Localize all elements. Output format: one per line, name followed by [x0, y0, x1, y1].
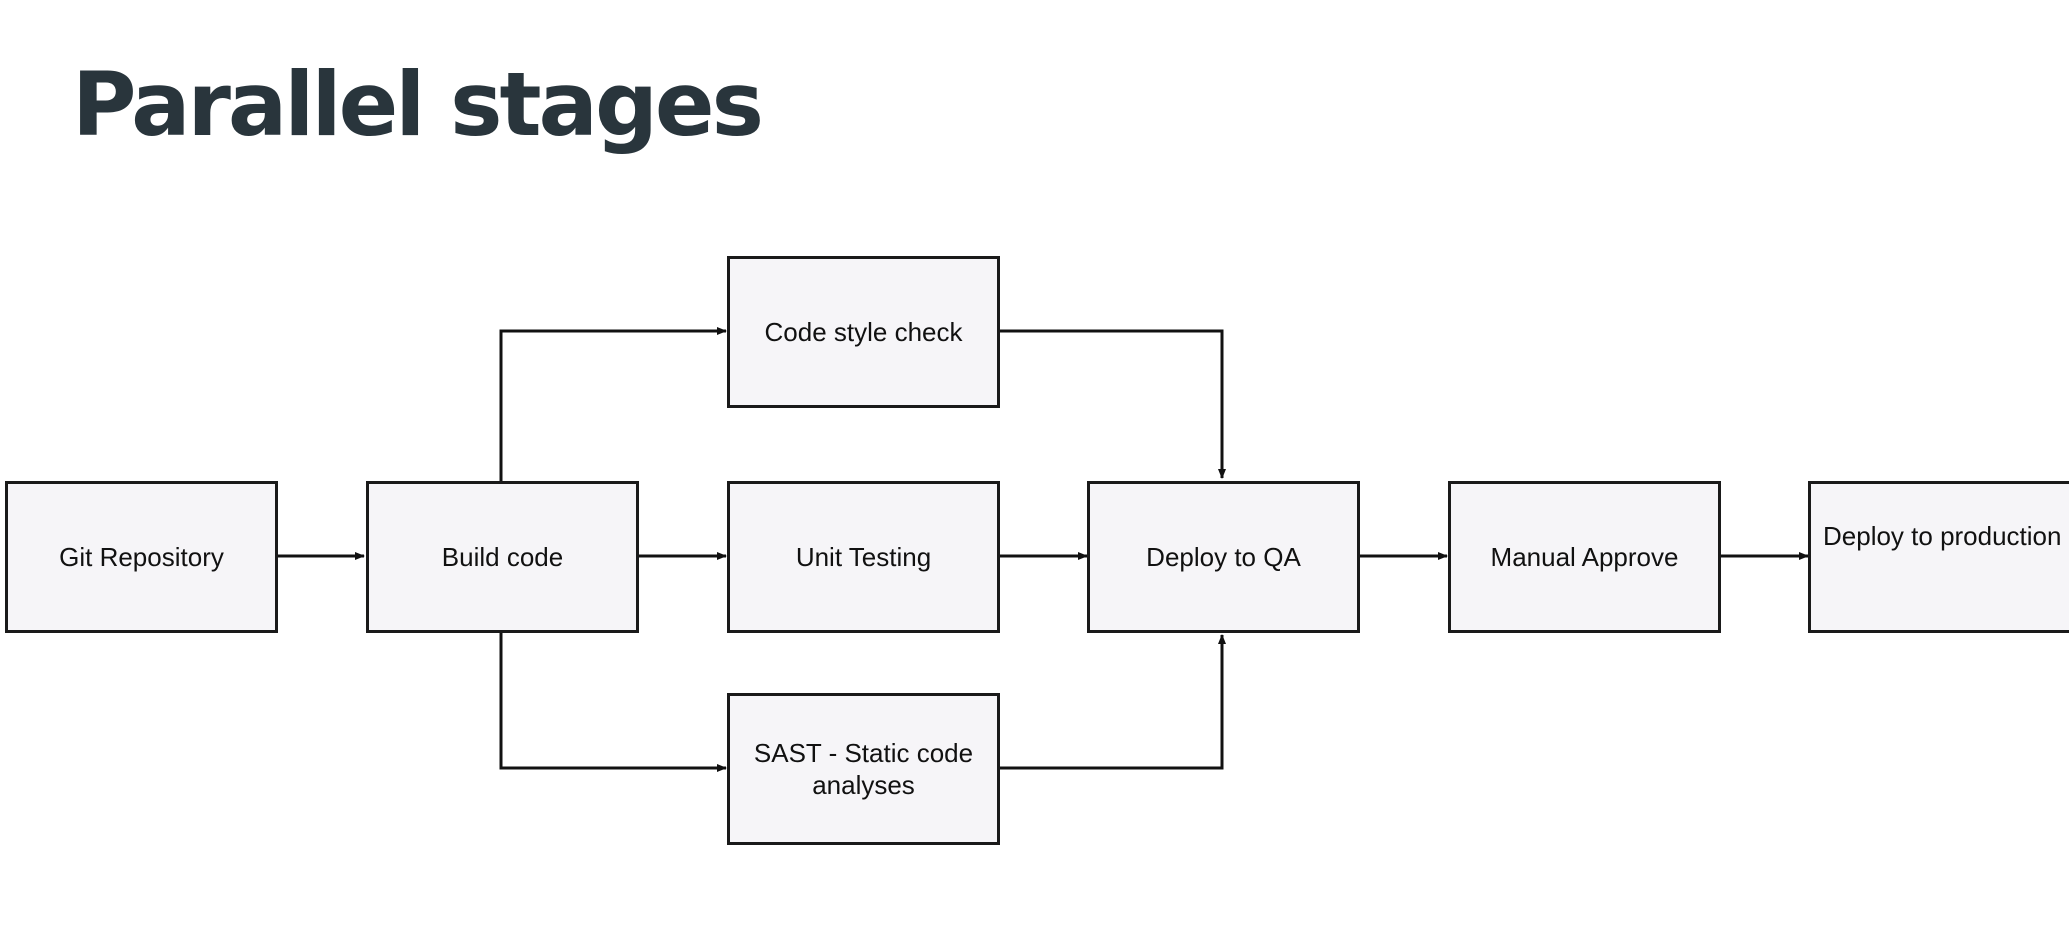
node-build-code: Build code: [366, 481, 639, 633]
node-unit-testing: Unit Testing: [727, 481, 1000, 633]
node-label: Manual Approve: [1490, 541, 1679, 572]
node-deploy-production: Deploy to production: [1808, 481, 2069, 633]
node-label: Code style check: [764, 316, 963, 347]
node-sast: SAST - Static code analyses: [727, 693, 1000, 845]
node-label: SAST - Static code analyses: [753, 737, 974, 801]
node-label: Deploy to production: [1823, 521, 2062, 551]
node-manual-approve: Manual Approve: [1448, 481, 1721, 633]
arrow-style-to-qa: [998, 329, 1226, 479]
node-deploy-qa: Deploy to QA: [1087, 481, 1360, 633]
node-label: Deploy to QA: [1146, 541, 1301, 572]
node-label: Unit Testing: [795, 541, 932, 572]
arrow-build-to-sast: [499, 631, 727, 772]
node-label: Build code: [441, 541, 564, 572]
arrow-sast-to-qa: [998, 634, 1226, 770]
arrow-build-to-style: [499, 327, 727, 482]
page-title: Parallel stages: [72, 53, 764, 156]
node-code-style-check: Code style check: [727, 256, 1000, 408]
node-git-repository: Git Repository: [5, 481, 278, 633]
node-label: Git Repository: [59, 541, 224, 572]
